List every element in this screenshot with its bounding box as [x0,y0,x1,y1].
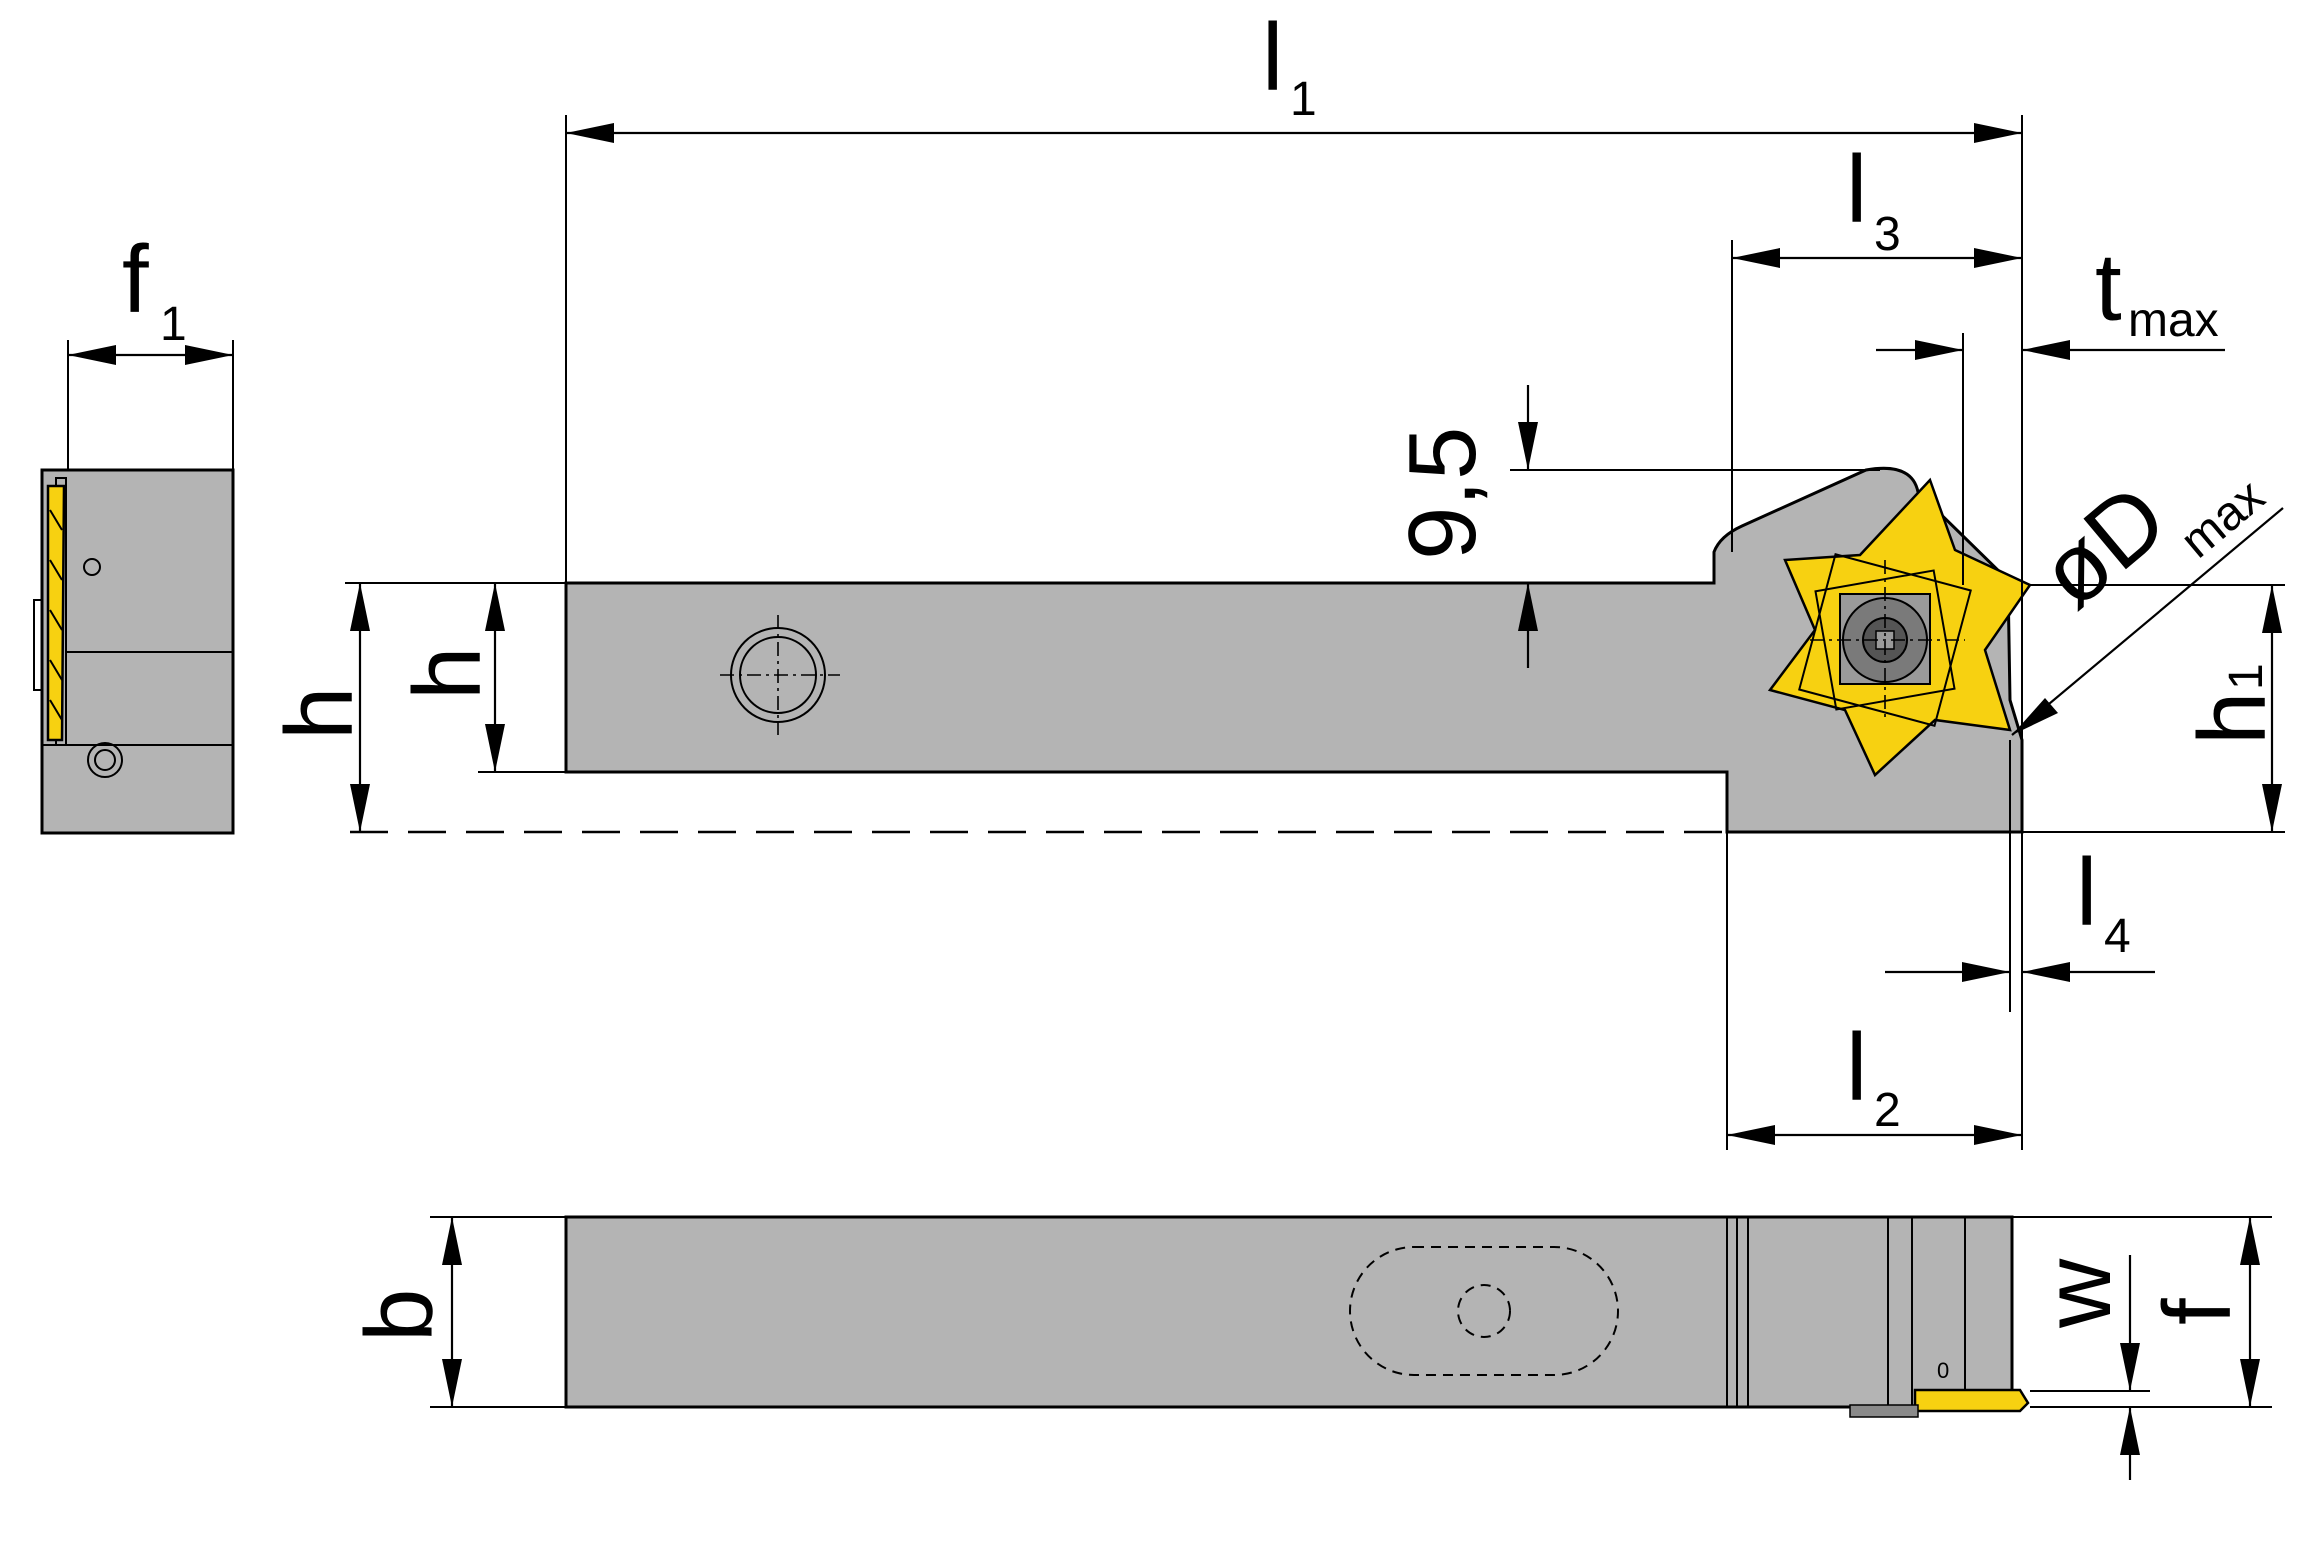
label-f: f [2144,1298,2251,1325]
side-view [350,466,2285,834]
label-9-5: 9,5 [1389,427,1496,560]
label-l1-sub: 1 [1290,73,1317,126]
label-l4: l [2076,839,2097,946]
label-dmax-sub: max [2171,470,2275,569]
label-h-outer: h [266,687,373,740]
label-tmax-sub: max [2128,294,2219,347]
label-l2-sub: 2 [1874,1084,1901,1137]
label-l3-sub: 3 [1874,208,1901,261]
label-small-mark: 0 [1937,1358,1949,1383]
label-l1: l [1262,4,1283,111]
label-f1: f [122,226,149,333]
label-h-inner: h [394,647,501,700]
label-b: b [346,1289,453,1342]
end-view: f 1 [33,226,235,835]
label-l3: l [1846,136,1867,243]
top-view: 0 b f w [346,1215,2272,1480]
label-w: w [2024,1258,2131,1329]
label-h1: h [2179,692,2286,745]
dimensions-side: l 1 l 3 t max 9,5 øD max h [266,4,2286,1150]
label-dmax: øD [2020,464,2187,628]
label-l4-sub: 4 [2104,910,2131,963]
label-tmax: t [2095,234,2122,341]
label-f1-sub: 1 [160,298,187,351]
label-h1-sub: 1 [2220,663,2273,690]
label-l2: l [1846,1014,1867,1121]
